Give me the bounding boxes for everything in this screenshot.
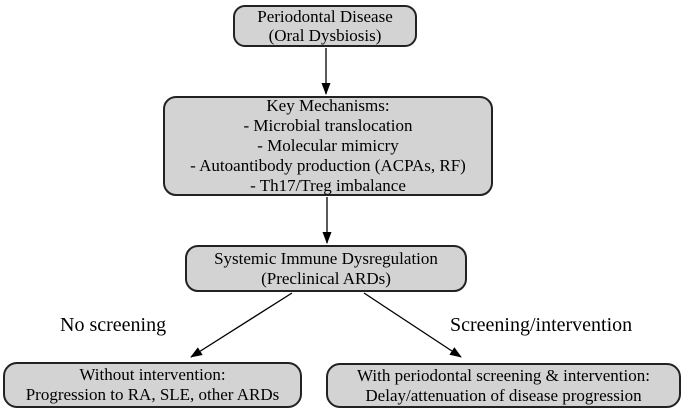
node-key-mechanisms: Key Mechanisms: - Microbial translocatio… — [163, 96, 493, 196]
node-with-intervention: With periodontal screening & interventio… — [326, 363, 681, 408]
node-text-line: - Th17/Treg imbalance — [250, 176, 406, 195]
node-text-line: Progression to RA, SLE, other ARDs — [25, 385, 280, 404]
node-text-line: (Preclinical ARDs) — [261, 268, 391, 288]
node-text-line: Key Mechanisms: — [266, 96, 390, 115]
node-text-line: Without intervention: — [79, 365, 226, 384]
node-systemic-immune-dysregulation: Systemic Immune Dysregulation (Preclinic… — [185, 245, 467, 292]
node-without-intervention: Without intervention: Progression to RA,… — [3, 362, 302, 408]
node-periodontal-disease: Periodontal Disease (Oral Dysbiosis) — [233, 5, 417, 47]
node-text-line: - Microbial translocation — [243, 116, 413, 135]
arrow-dysregulation-to-without — [190, 292, 293, 358]
edge-label-no-screening: No screening — [60, 314, 167, 336]
edge-label-screening-intervention: Screening/intervention — [450, 314, 633, 336]
arrow-dysregulation-to-with — [363, 292, 462, 358]
node-text-line: - Autoantibody production (ACPAs, RF) — [190, 156, 466, 175]
node-text-line: With periodontal screening & interventio… — [357, 365, 650, 385]
node-text-line: Periodontal Disease — [257, 7, 393, 26]
node-text-line: Delay/attenuation of disease progression — [365, 385, 642, 405]
node-text-line: Systemic Immune Dysregulation — [214, 248, 438, 268]
node-text-line: - Molecular mimicry — [257, 136, 399, 155]
node-text-line: (Oral Dysbiosis) — [268, 26, 382, 45]
